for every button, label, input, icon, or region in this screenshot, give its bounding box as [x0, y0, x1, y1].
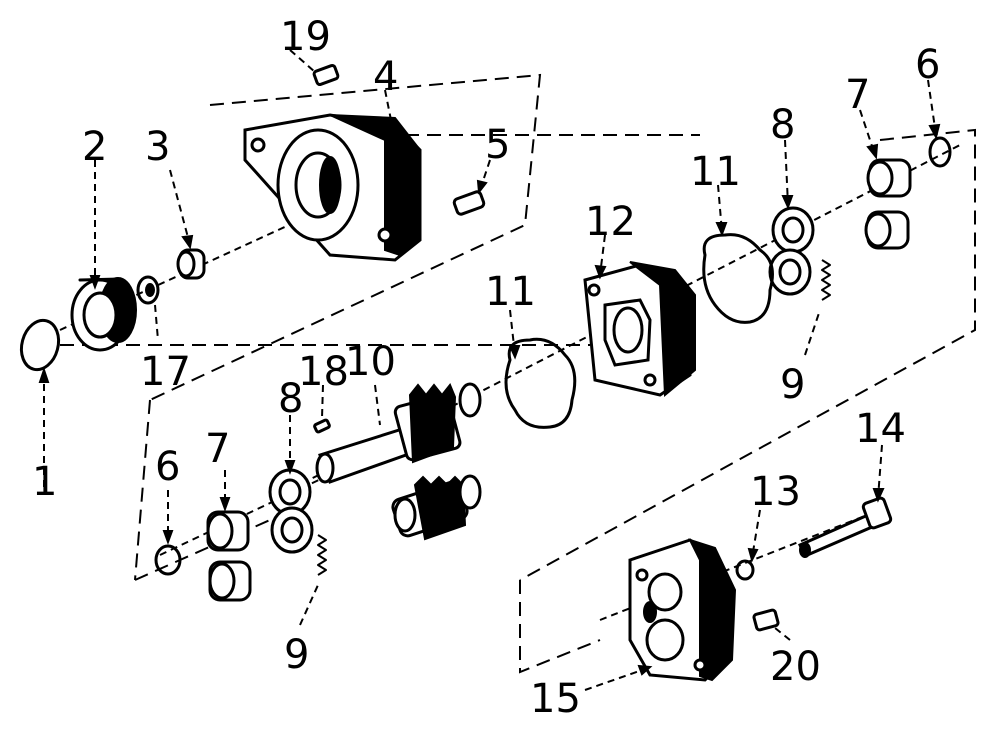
callout-6-right: 6 — [915, 42, 940, 88]
callout-11-right: 11 — [690, 149, 741, 195]
part-4-mounting-flange — [243, 89, 422, 262]
part-15-end-cover — [584, 538, 737, 691]
callout-12: 12 — [585, 199, 636, 245]
part-18-key-pin — [313, 384, 331, 434]
callout-8-right: 8 — [770, 102, 795, 148]
callout-9-right: 9 — [780, 362, 805, 408]
callout-6-left: 6 — [155, 444, 180, 490]
part-17-washer — [136, 275, 160, 341]
part-1-o-ring — [19, 318, 61, 490]
part-13-washer — [735, 509, 761, 581]
callout-19: 19 — [280, 14, 331, 60]
callout-3: 3 — [145, 124, 170, 170]
part-20-plug — [752, 608, 791, 641]
callout-18: 18 — [298, 349, 349, 395]
callout-13: 13 — [750, 469, 801, 515]
part-12-pump-housing — [583, 234, 696, 398]
part-19-screw — [289, 49, 340, 86]
callout-5: 5 — [485, 122, 510, 168]
callout-2: 2 — [82, 124, 107, 170]
part-9-spring-left — [299, 534, 327, 626]
part-6-ring-right — [927, 79, 952, 168]
part-3-bushing — [169, 169, 206, 280]
callout-labels: 1 2 3 4 5 6 6 7 7 8 8 9 9 10 11 11 12 13… — [32, 14, 940, 722]
part-9-spring-right — [804, 259, 831, 356]
part-7-needle-bearings-left — [206, 470, 252, 602]
part-7-needle-bearings-right — [859, 109, 912, 250]
assembly-boundary-lines — [60, 73, 976, 674]
callout-7-left: 7 — [205, 426, 230, 472]
part-8-bushing-plate-right — [768, 139, 815, 296]
part-5-plug — [452, 159, 491, 216]
callout-1: 1 — [32, 459, 57, 505]
callout-10: 10 — [345, 339, 396, 385]
part-10-drive-shaft — [315, 382, 482, 484]
callout-15: 15 — [530, 676, 581, 722]
part-8-bushing-plate-left — [268, 415, 314, 554]
part-11-gasket-right — [702, 184, 774, 324]
callout-8-left: 8 — [278, 376, 303, 422]
callout-17: 17 — [140, 349, 191, 395]
callout-7-right: 7 — [845, 72, 870, 118]
part-6-ring-left — [154, 490, 182, 576]
callout-4: 4 — [373, 54, 398, 100]
callout-20: 20 — [770, 644, 821, 690]
part-14-bolt — [798, 444, 893, 558]
callout-11-left: 11 — [485, 269, 536, 315]
part-11-gasket-left — [504, 309, 577, 429]
callout-9-left: 9 — [284, 632, 309, 678]
callout-14: 14 — [855, 406, 906, 452]
driven-gear — [391, 474, 482, 541]
part-2-bearing-ring — [70, 160, 137, 352]
